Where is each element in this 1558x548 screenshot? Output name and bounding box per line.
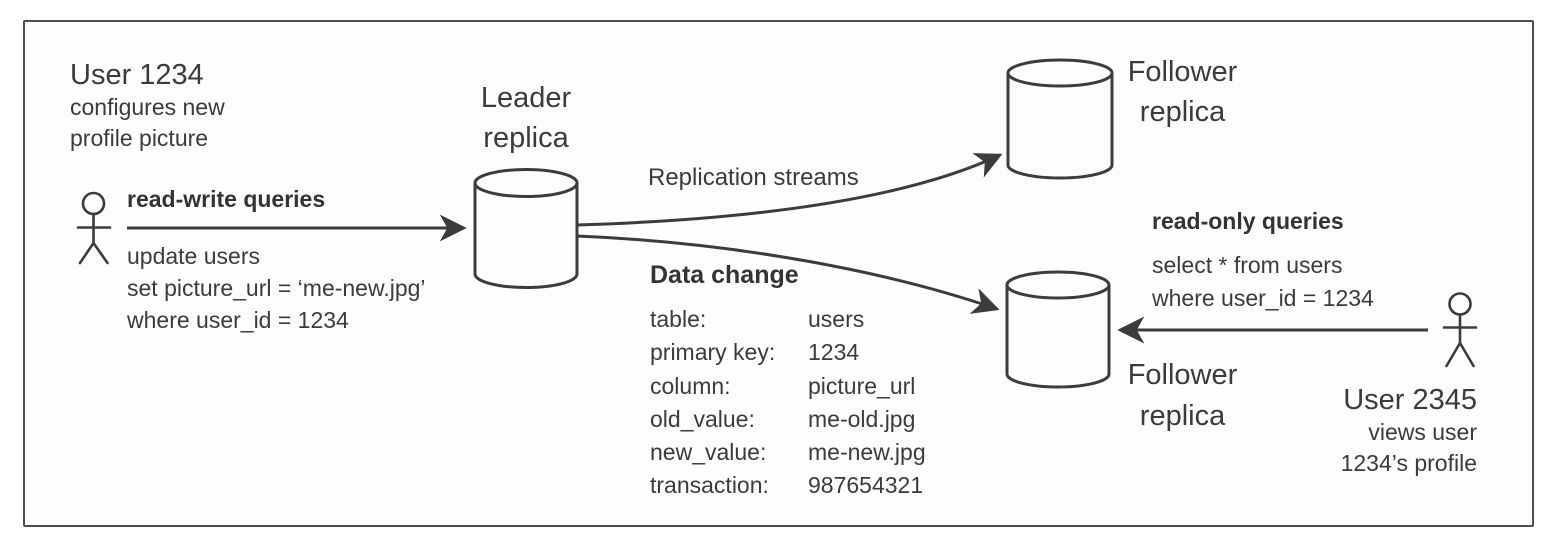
data-change-value: picture_url bbox=[808, 372, 916, 399]
data-change-key: table: bbox=[650, 306, 707, 332]
right-user-name: User 2345 bbox=[1343, 384, 1477, 416]
right-user-caption: User 2345 views user 1234’s profile bbox=[1341, 383, 1477, 479]
data-change-row: old_value: me-old.jpg bbox=[650, 403, 926, 436]
leader-label-line: Leader bbox=[480, 82, 572, 114]
data-change-value: me-old.jpg bbox=[808, 405, 916, 432]
data-change-key: transaction: bbox=[650, 472, 769, 499]
leader-replica-label: Leader replica bbox=[446, 78, 606, 158]
right-user-subtitle-line: 1234’s profile bbox=[1340, 450, 1477, 476]
data-change-heading: Data change bbox=[650, 261, 799, 289]
replication-stream-arrow-bottom bbox=[576, 234, 1000, 314]
data-change-row: column: picture_url bbox=[650, 370, 926, 403]
replication-streams-label: Replication streams bbox=[648, 164, 859, 191]
follower-top-label: Follower replica bbox=[1105, 52, 1260, 132]
query-line: set picture_url = ‘me-new.jpg’ bbox=[127, 275, 426, 301]
replication-stream-arrow-top bbox=[576, 153, 1003, 227]
read-query-text: select * from users where user_id = 1234 bbox=[1152, 249, 1374, 315]
follower-bottom-label: Follower replica bbox=[1105, 355, 1260, 437]
left-user-subtitle-line: profile picture bbox=[70, 125, 209, 151]
query-line: select * from users bbox=[1152, 252, 1343, 278]
person-icon bbox=[76, 191, 112, 265]
data-change-value: users bbox=[808, 306, 865, 332]
data-change-value: 1234 bbox=[808, 339, 860, 366]
read-queries-label: read-only queries bbox=[1152, 208, 1344, 234]
diagram-border bbox=[23, 20, 1534, 527]
follower-label-line: replica bbox=[1139, 400, 1226, 432]
data-change-key: new_value: bbox=[650, 439, 767, 466]
database-cylinder-icon bbox=[473, 168, 579, 289]
follower-label-line: Follower bbox=[1127, 359, 1238, 391]
data-change-key: primary key: bbox=[650, 339, 776, 366]
data-change-table: table: users primary key: 1234 column: p… bbox=[650, 303, 926, 503]
follower-label-line: Follower bbox=[1127, 56, 1238, 88]
write-queries-label: read-write queries bbox=[127, 186, 326, 212]
follower-label-line: replica bbox=[1139, 96, 1226, 128]
leader-label-line: replica bbox=[483, 122, 569, 154]
left-user-caption: User 1234 configures new profile picture bbox=[70, 58, 225, 154]
query-line: where user_id = 1234 bbox=[1152, 285, 1374, 311]
person-icon bbox=[1442, 292, 1478, 368]
left-user-subtitle-line: configures new bbox=[70, 94, 225, 120]
database-cylinder-icon bbox=[1006, 58, 1114, 180]
data-change-row: new_value: me-new.jpg bbox=[650, 436, 926, 469]
data-change-key: old_value: bbox=[650, 405, 755, 432]
query-line: where user_id = 1234 bbox=[127, 307, 349, 333]
data-change-value: me-new.jpg bbox=[808, 439, 926, 466]
left-user-name: User 1234 bbox=[70, 59, 204, 91]
data-change-key: column: bbox=[650, 372, 731, 399]
data-change-value: 987654321 bbox=[808, 472, 924, 499]
write-query-text: update users set picture_url = ‘me-new.j… bbox=[127, 240, 426, 336]
data-change-row: primary key: 1234 bbox=[650, 336, 926, 369]
query-line: update users bbox=[127, 243, 260, 269]
data-change-row: transaction: 987654321 bbox=[650, 469, 926, 502]
data-change-row: table: users bbox=[650, 303, 926, 336]
right-user-subtitle-line: views user bbox=[1368, 419, 1477, 445]
database-cylinder-icon bbox=[1005, 270, 1111, 389]
